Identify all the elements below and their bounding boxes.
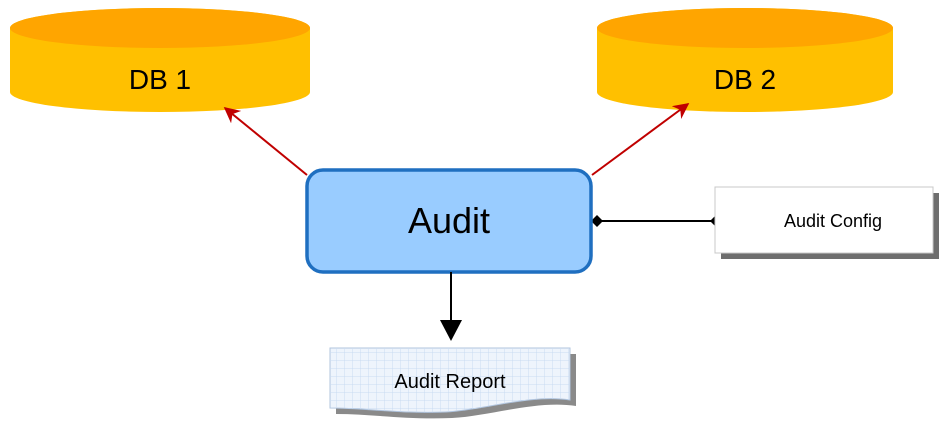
database-db2-top	[597, 8, 893, 48]
database-db1-top	[10, 8, 310, 48]
database-db2[interactable]: DB 2	[597, 8, 893, 112]
arrowhead-report	[440, 320, 462, 341]
audit-process-box[interactable]: Audit	[305, 168, 593, 274]
audit-config-box[interactable]: Audit Config	[714, 186, 939, 259]
audit-config-label: Audit Config	[784, 211, 882, 231]
connector-diamond-audit-end	[591, 215, 603, 227]
arrow-audit-to-db1	[223, 106, 308, 176]
audit-config-shape	[714, 186, 934, 254]
audit-report-grid	[330, 348, 570, 413]
arrow-audit-to-db2	[591, 103, 690, 176]
database-db1-label: DB 1	[129, 64, 191, 95]
audit-label: Audit	[408, 200, 490, 241]
database-db1[interactable]: DB 1	[10, 8, 310, 112]
audit-report-label: Audit Report	[394, 371, 506, 393]
database-db2-label: DB 2	[714, 64, 776, 95]
audit-box-shape	[305, 168, 593, 274]
audit-report-document[interactable]: Audit Report	[329, 347, 576, 419]
